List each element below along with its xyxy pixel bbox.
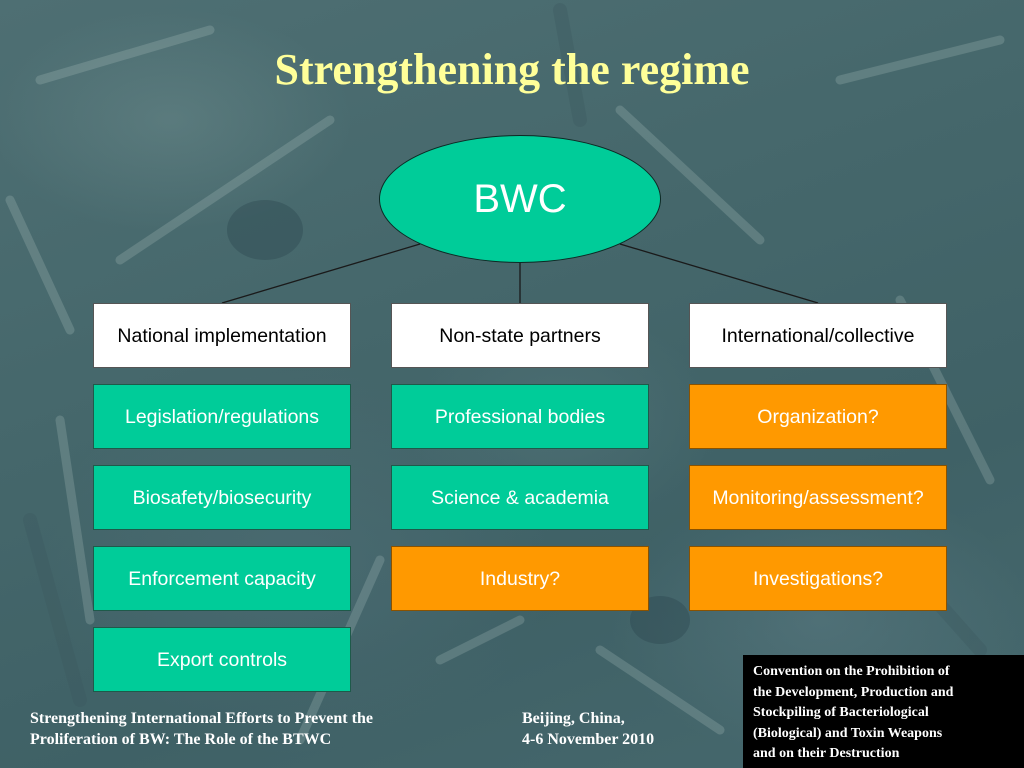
footer-location: Beijing, China, 4-6 November 2010: [522, 708, 722, 750]
convention-line: Stockpiling of Bacteriological: [753, 705, 929, 720]
convention-line: the Development, Production and: [753, 684, 954, 700]
node-label: Investigations?: [752, 567, 884, 590]
header-label: National implementation: [117, 324, 327, 347]
node-label: Enforcement capacity: [128, 567, 316, 590]
node-biosafety-biosecurity: Biosafety/biosecurity: [93, 465, 351, 530]
header-international-collective: International/collective: [689, 303, 947, 368]
convention-line: Convention on the Prohibition of: [753, 664, 950, 679]
bwc-root-node: BWC: [379, 135, 661, 263]
node-science-academia: Science & academia: [391, 465, 649, 530]
footer-date-line: 4-6 November 2010: [522, 731, 655, 748]
node-industry: Industry?: [391, 546, 649, 611]
bwc-root-label: BWC: [473, 176, 567, 221]
header-non-state-partners: Non-state partners: [391, 303, 649, 368]
footer-event-line: Proliferation of BW: The Role of the BTW…: [30, 731, 332, 748]
slide-title: Strengthening the regime: [274, 45, 750, 94]
footer-location-line: Beijing, China,: [522, 710, 625, 727]
node-label: Professional bodies: [434, 405, 606, 428]
header-label: International/collective: [721, 324, 915, 347]
connector-international: [619, 243, 819, 304]
connector-national: [221, 243, 421, 304]
node-label: Export controls: [156, 648, 288, 671]
node-monitoring-assessment: Monitoring/assessment?: [689, 465, 947, 530]
node-professional-bodies: Professional bodies: [391, 384, 649, 449]
convention-note-box: Convention on the Prohibition of the Dev…: [743, 655, 1024, 768]
node-label: Biosafety/biosecurity: [132, 486, 312, 509]
header-national-implementation: National implementation: [93, 303, 351, 368]
convention-line: and on their Destruction: [753, 746, 900, 761]
convention-line: (Biological) and Toxin Weapons: [753, 725, 943, 741]
footer-event-title: Strengthening International Efforts to P…: [30, 708, 490, 750]
node-export-controls: Export controls: [93, 627, 351, 692]
footer-event-line: Strengthening International Efforts to P…: [30, 710, 373, 727]
node-label: Legislation/regulations: [124, 405, 320, 428]
node-label: Industry?: [479, 567, 561, 590]
node-enforcement-capacity: Enforcement capacity: [93, 546, 351, 611]
node-label: Organization?: [757, 405, 879, 428]
header-label: Non-state partners: [439, 324, 601, 347]
node-label: Monitoring/assessment?: [712, 486, 924, 509]
node-label: Science & academia: [431, 486, 609, 509]
node-legislation-regulations: Legislation/regulations: [93, 384, 351, 449]
node-organization: Organization?: [689, 384, 947, 449]
node-investigations: Investigations?: [689, 546, 947, 611]
